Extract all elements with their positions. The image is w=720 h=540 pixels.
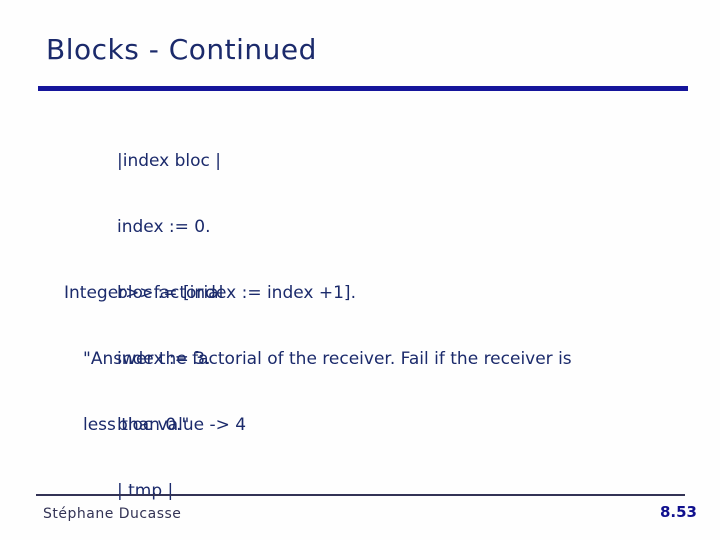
method-signature: Integer>>factorial bbox=[64, 283, 224, 303]
code-line-bloc-assignment: bloc := [index := index +1]. bbox=[117, 283, 356, 303]
footer-author: Stéphane Ducasse bbox=[43, 506, 182, 522]
title-underline-rule bbox=[38, 86, 688, 91]
code-block-bloc-example: |index bloc | index := 0. bloc := [index… bbox=[117, 106, 356, 480]
code-line-index-set: index := 3. bbox=[117, 349, 211, 369]
method-comment-line-1: "Answer the factorial of the receiver. F… bbox=[83, 349, 572, 369]
code-line-bloc-value-result: bloc value -> 4 bbox=[117, 415, 247, 435]
footer-rule bbox=[36, 494, 685, 496]
slide-title: Blocks - Continued bbox=[46, 33, 317, 66]
footer-page-number: 8.53 bbox=[659, 503, 697, 521]
code-line-temp-declaration: |index bloc | bbox=[117, 151, 222, 171]
method-comment-line-2: less than 0." bbox=[83, 415, 190, 435]
code-line-index-init: index := 0. bbox=[117, 217, 211, 237]
code-block-factorial-method: Integer>>factorial "Answer the factorial… bbox=[64, 238, 572, 540]
code-line-tmp-declaration: | tmp | bbox=[117, 481, 174, 501]
